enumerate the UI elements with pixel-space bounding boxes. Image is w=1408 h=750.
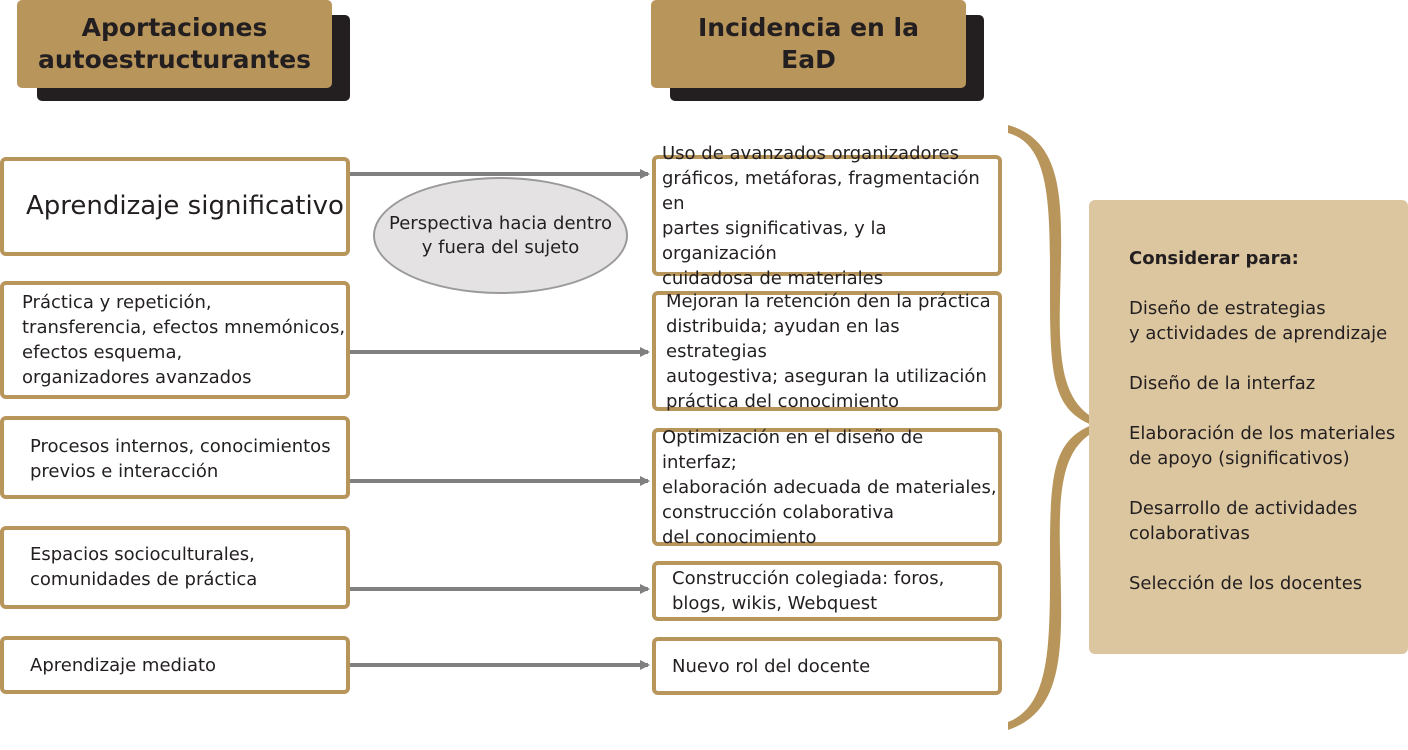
panel-item: Diseño de la interfaz <box>1129 373 1316 394</box>
right-box-text: Optimización en el diseño de interfaz; e… <box>662 426 997 548</box>
panel-title: Considerar para: <box>1129 248 1299 269</box>
left-box-text: Aprendizaje mediato <box>30 655 217 676</box>
right-box-docente: Nuevo rol del docente <box>652 637 1002 695</box>
ellipse-text: Perspectiva hacia dentro y fuera del suj… <box>389 212 612 258</box>
right-box-text: Mejoran la retención den la práctica dis… <box>666 290 991 412</box>
left-box-espacios: Espacios socioculturales, comunidades de… <box>0 526 350 609</box>
left-header-text: Aportaciones autoestructurantes <box>37 13 312 74</box>
panel-item: Diseño de estrategias y actividades de a… <box>1129 298 1388 344</box>
left-box-practica: Práctica y repetición, transferencia, ef… <box>0 281 350 399</box>
panel-item: Elaboración de los materiales de apoyo (… <box>1129 423 1396 469</box>
curly-brace <box>1008 125 1108 730</box>
right-box-text: Uso de avanzados organizadores gráficos,… <box>662 142 980 289</box>
right-box-organizadores: Uso de avanzados organizadores gráficos,… <box>652 143 1002 289</box>
right-box-interfaz: Optimización en el diseño de interfaz; e… <box>652 427 1002 548</box>
right-header: Incidencia en la EaD <box>651 0 966 88</box>
left-box-procesos: Procesos internos, conocimientos previos… <box>0 416 350 499</box>
left-box-text: Práctica y repetición, transferencia, ef… <box>22 292 346 388</box>
left-box-text: Espacios socioculturales, comunidades de… <box>30 544 258 590</box>
right-box-text: Construcción colegiada: foros, blogs, wi… <box>672 568 945 614</box>
left-box-aprendizaje-significativo: Aprendizaje significativo <box>0 157 350 256</box>
right-header-text: Incidencia en la EaD <box>698 13 919 74</box>
right-box-text: Nuevo rol del docente <box>672 655 871 677</box>
left-box-mediato: Aprendizaje mediato <box>0 636 350 694</box>
perspectiva-ellipse: Perspectiva hacia dentro y fuera del suj… <box>373 177 628 294</box>
considerar-panel: Considerar para: Diseño de estrategias y… <box>1089 200 1408 654</box>
right-box-colegiada: Construcción colegiada: foros, blogs, wi… <box>652 561 1002 621</box>
panel-item: Selección de los docentes <box>1129 573 1363 594</box>
right-box-retencion: Mejoran la retención den la práctica dis… <box>652 290 1002 412</box>
panel-item: Desarrollo de actividades colaborativas <box>1129 498 1358 544</box>
left-header: Aportaciones autoestructurantes <box>17 0 332 88</box>
left-box-text: Aprendizaje significativo <box>26 191 344 221</box>
left-box-text: Procesos internos, conocimientos previos… <box>30 436 331 482</box>
